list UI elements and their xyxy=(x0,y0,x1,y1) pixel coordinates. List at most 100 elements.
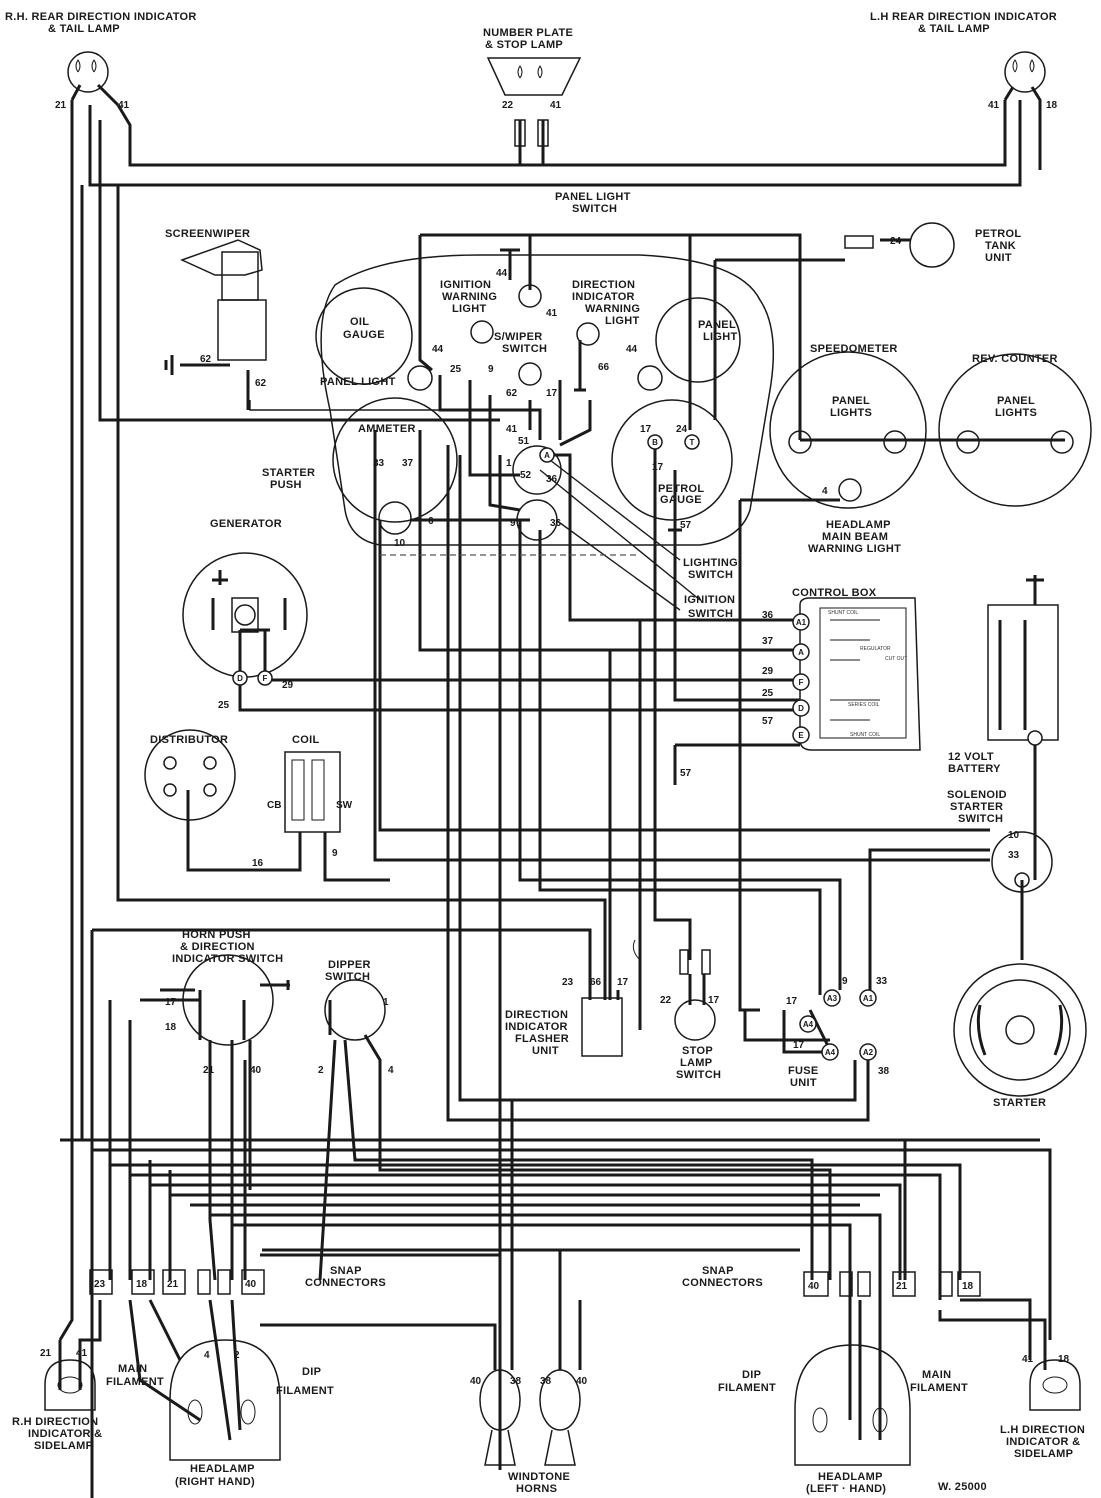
svg-text:HEADLAMP(LEFT · HAND): HEADLAMP(LEFT · HAND) xyxy=(806,1471,886,1495)
fuse-term-a4-bottom: A4 xyxy=(825,1048,836,1057)
wire-number: 17 xyxy=(617,977,629,988)
wire-number: 9 xyxy=(332,848,338,859)
lh-side-label-2: INDICATOR & xyxy=(1006,1436,1080,1448)
wire-number: 40 xyxy=(250,1065,262,1076)
svg-text:HEADLAMP(RIGHT HAND): HEADLAMP(RIGHT HAND) xyxy=(175,1463,255,1488)
wire-numbers: 21 41 22 41 41 18 24 44 41 44 44 25 9 66… xyxy=(40,100,1070,1387)
cbox-term-d: D xyxy=(798,704,804,713)
panel-light-switch-label-1: PANEL LIGHT xyxy=(555,191,631,203)
main-filament-right-label-2: FILAMENT xyxy=(910,1382,968,1394)
gen-term-d: D xyxy=(237,674,243,683)
cbox-term-e: E xyxy=(798,731,804,740)
direction-warning-label-1: DIRECTION xyxy=(572,279,635,291)
main-filament-right-label-1: MAIN xyxy=(922,1369,951,1381)
control-box xyxy=(792,597,921,751)
panel-light-switch-label-2: SWITCH xyxy=(572,203,617,215)
number-plate-lamp xyxy=(486,57,582,147)
wire-number: 10 xyxy=(1008,830,1020,841)
dashboard-panel xyxy=(315,254,775,556)
wire-number: 24 xyxy=(890,236,902,247)
wire-number: 18 xyxy=(1046,100,1058,111)
panel-light-left-label: PANEL LIGHT xyxy=(320,376,396,388)
stop-switch-label-1: STOP xyxy=(682,1045,713,1057)
starter-motor xyxy=(953,963,1087,1097)
dipper-label-2: SWITCH xyxy=(325,971,370,983)
starter-push xyxy=(378,501,412,535)
rev-lights-label-1: PANEL xyxy=(997,395,1035,407)
petrol-gauge-label-1: PETROL xyxy=(658,483,704,495)
rh-side-lamp xyxy=(44,1359,96,1411)
solenoid-label-2: STARTER xyxy=(950,801,1003,813)
ignition-switch-label-2: SWITCH xyxy=(688,608,733,620)
battery xyxy=(987,575,1059,746)
snap-connectors-left xyxy=(89,1269,265,1295)
wire-number: 36 xyxy=(546,474,558,485)
oil-gauge-label-2: GAUGE xyxy=(343,329,385,341)
horn-push-label-3: INDICATOR SWITCH xyxy=(172,953,283,965)
screenwiper-motor xyxy=(164,239,267,410)
wire-number: 25 xyxy=(762,688,774,699)
speedometer-label: SPEEDOMETER xyxy=(810,343,898,355)
distributor-label: DISTRIBUTOR xyxy=(150,734,228,746)
wire-number: 37 xyxy=(402,458,414,469)
headlamp-right-hand xyxy=(169,1339,281,1461)
petrol-gauge-term-b: B xyxy=(652,438,658,447)
wire-number: 41 xyxy=(76,1348,88,1359)
wire-number: 6 xyxy=(428,516,434,527)
wire-number: 36 xyxy=(762,610,774,621)
snap-left-label-1: SNAP xyxy=(330,1265,362,1277)
petrol-tank-label-1: PETROL xyxy=(975,228,1021,240)
ignition-warning-label-3: LIGHT xyxy=(452,303,487,315)
wire-number: 41 xyxy=(988,100,1000,111)
distributor xyxy=(144,729,236,821)
dip-filament-right-label-1: DIP xyxy=(742,1369,761,1381)
wire-number: 41 xyxy=(1022,1354,1034,1365)
wire-number: 33 xyxy=(1008,850,1020,861)
panel-light-right-label-1: PANEL xyxy=(698,319,736,331)
snap-right-label-2: CONNECTORS xyxy=(682,1277,763,1289)
snap-right-label-1: SNAP xyxy=(702,1265,734,1277)
cbox-cut-out: CUT OUT xyxy=(885,656,907,662)
petrol-tank-label-2: TANK xyxy=(985,240,1016,252)
solenoid-label-3: SWITCH xyxy=(958,813,1003,825)
dip-filament-left-label-1: DIP xyxy=(302,1366,321,1378)
flasher-unit xyxy=(581,939,641,1057)
wire-number: 40 xyxy=(245,1279,257,1290)
fuse-term-a3: A3 xyxy=(827,994,838,1003)
main-beam-label-3: WARNING LIGHT xyxy=(808,543,901,555)
dip-filament-right-label-2: FILAMENT xyxy=(718,1382,776,1394)
wire-number: 33 xyxy=(373,458,385,469)
wire-number: 17 xyxy=(652,462,664,473)
ignition-warning-label-2: WARNING xyxy=(442,291,497,303)
cbox-term-f: F xyxy=(799,678,804,687)
wire-number: 24 xyxy=(676,424,688,435)
fuse-unit-label-1: FUSE xyxy=(788,1065,819,1077)
wire-number: 44 xyxy=(626,344,638,355)
wire-number: 52 xyxy=(520,470,532,481)
wire-number: 22 xyxy=(502,100,514,111)
wire-number: 9 xyxy=(842,976,848,987)
rh-rear-label-2: & TAIL LAMP xyxy=(48,23,120,35)
coil-cb-label: CB xyxy=(267,800,281,811)
fuse-term-a1: A1 xyxy=(863,994,874,1003)
wire-number: 17 xyxy=(546,388,558,399)
wire-number: 51 xyxy=(518,436,530,447)
lighting-switch-label-2: SWITCH xyxy=(688,569,733,581)
main-beam-label-2: MAIN BEAM xyxy=(822,531,888,543)
direction-warning-label-2: INDICATOR xyxy=(572,291,635,303)
wire-number: 41 xyxy=(550,100,562,111)
battery-label-2: BATTERY xyxy=(948,763,1001,775)
lh-side-lamp xyxy=(1029,1359,1081,1411)
wire-number: 40 xyxy=(470,1376,482,1387)
